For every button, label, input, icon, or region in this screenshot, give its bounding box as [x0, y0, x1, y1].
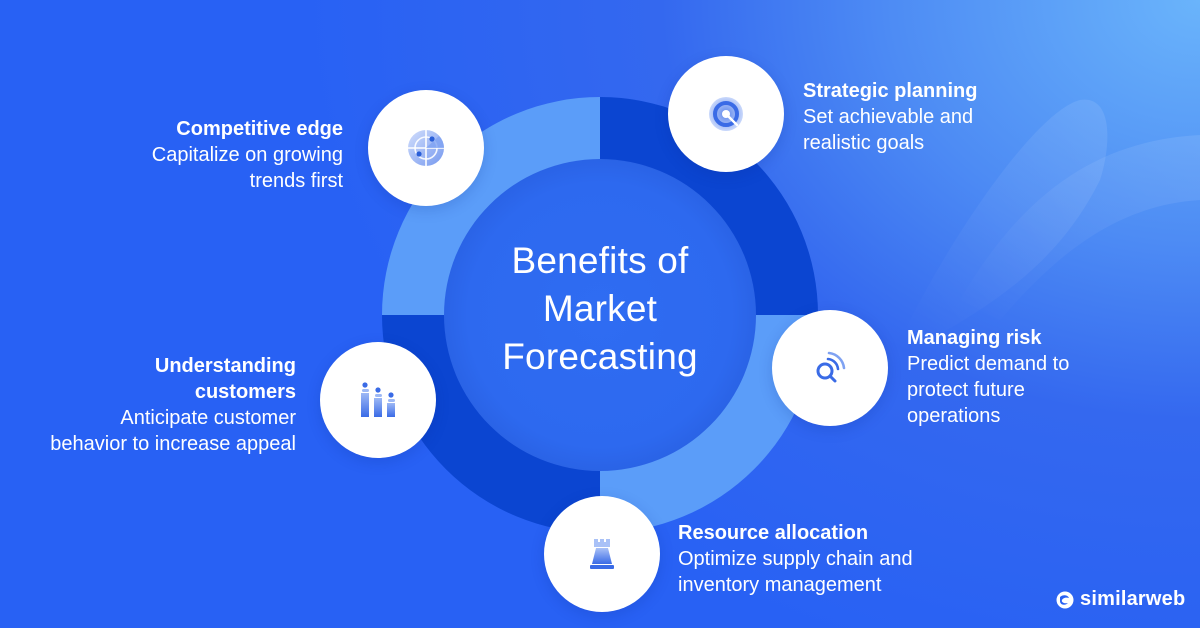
strategic-planning-icon-circle — [668, 56, 784, 172]
competitive-edge-title: Competitive edge — [176, 118, 343, 140]
ring-segment-top-left — [382, 97, 600, 315]
competitive-edge-desc-line-2: trends first — [249, 170, 343, 192]
ring-segment-top-right — [600, 97, 818, 315]
title-line-1: Benefits of — [511, 240, 689, 281]
inner-circle — [444, 159, 756, 471]
managing-risk-desc-line-1: Predict demand to — [907, 353, 1070, 375]
resource-allocation-icon-circle — [544, 496, 660, 612]
resource-allocation-desc-line-2: inventory management — [678, 574, 882, 596]
brand-logo: similarweb — [1056, 588, 1185, 611]
competitive-edge-desc-line-1: Capitalize on growing — [151, 144, 343, 166]
segmented-ring — [382, 97, 818, 533]
strategic-planning-desc-line-1: Set achievable and — [803, 106, 974, 128]
strategic-planning-desc-line-2: realistic goals — [803, 132, 925, 154]
ring-segment-bottom-left — [382, 315, 600, 533]
managing-risk-desc-line-3: operations — [907, 405, 1001, 427]
managing-risk-desc-line-2: protect future — [907, 379, 1025, 401]
understanding-customers-label: Understanding customers Anticipate custo… — [10, 353, 296, 457]
title-line-2: Market — [542, 288, 658, 329]
strategic-planning-label: Strategic planning Set achievable and re… — [803, 78, 1063, 156]
resource-allocation-desc-line-1: Optimize supply chain and — [678, 548, 913, 570]
similarweb-logo-icon — [1056, 591, 1074, 608]
resource-allocation-label: Resource allocation Optimize supply chai… — [678, 520, 978, 598]
brand-name: similarweb — [1080, 588, 1186, 610]
understanding-customers-desc-line-2: behavior to increase appeal — [50, 433, 296, 455]
strategic-planning-title: Strategic planning — [803, 80, 978, 102]
target-icon — [709, 97, 743, 131]
chess-rook-icon — [590, 539, 614, 569]
understanding-customers-title-line-1: Understanding — [154, 355, 296, 377]
ring-graphic — [382, 97, 818, 533]
managing-risk-label: Managing risk Predict demand to protect … — [907, 325, 1147, 429]
resource-allocation-title: Resource allocation — [678, 522, 869, 544]
managing-risk-title: Managing risk — [907, 327, 1042, 349]
people-bars-icon — [361, 382, 395, 417]
search-signal-icon — [816, 351, 846, 383]
radar-icon — [408, 130, 444, 166]
understanding-customers-icon-circle — [320, 342, 436, 458]
understanding-customers-title-line-2: customers — [194, 381, 296, 403]
ring-segment-bottom-right — [600, 315, 818, 533]
understanding-customers-desc-line-1: Anticipate customer — [120, 407, 296, 429]
title-line-3: Forecasting — [502, 336, 698, 377]
managing-risk-icon-circle — [772, 310, 888, 426]
competitive-edge-label: Competitive edge Capitalize on growing t… — [40, 116, 343, 194]
competitive-edge-icon-circle — [368, 90, 484, 206]
diagram-title: Benefits of Market Forecasting — [445, 237, 755, 381]
